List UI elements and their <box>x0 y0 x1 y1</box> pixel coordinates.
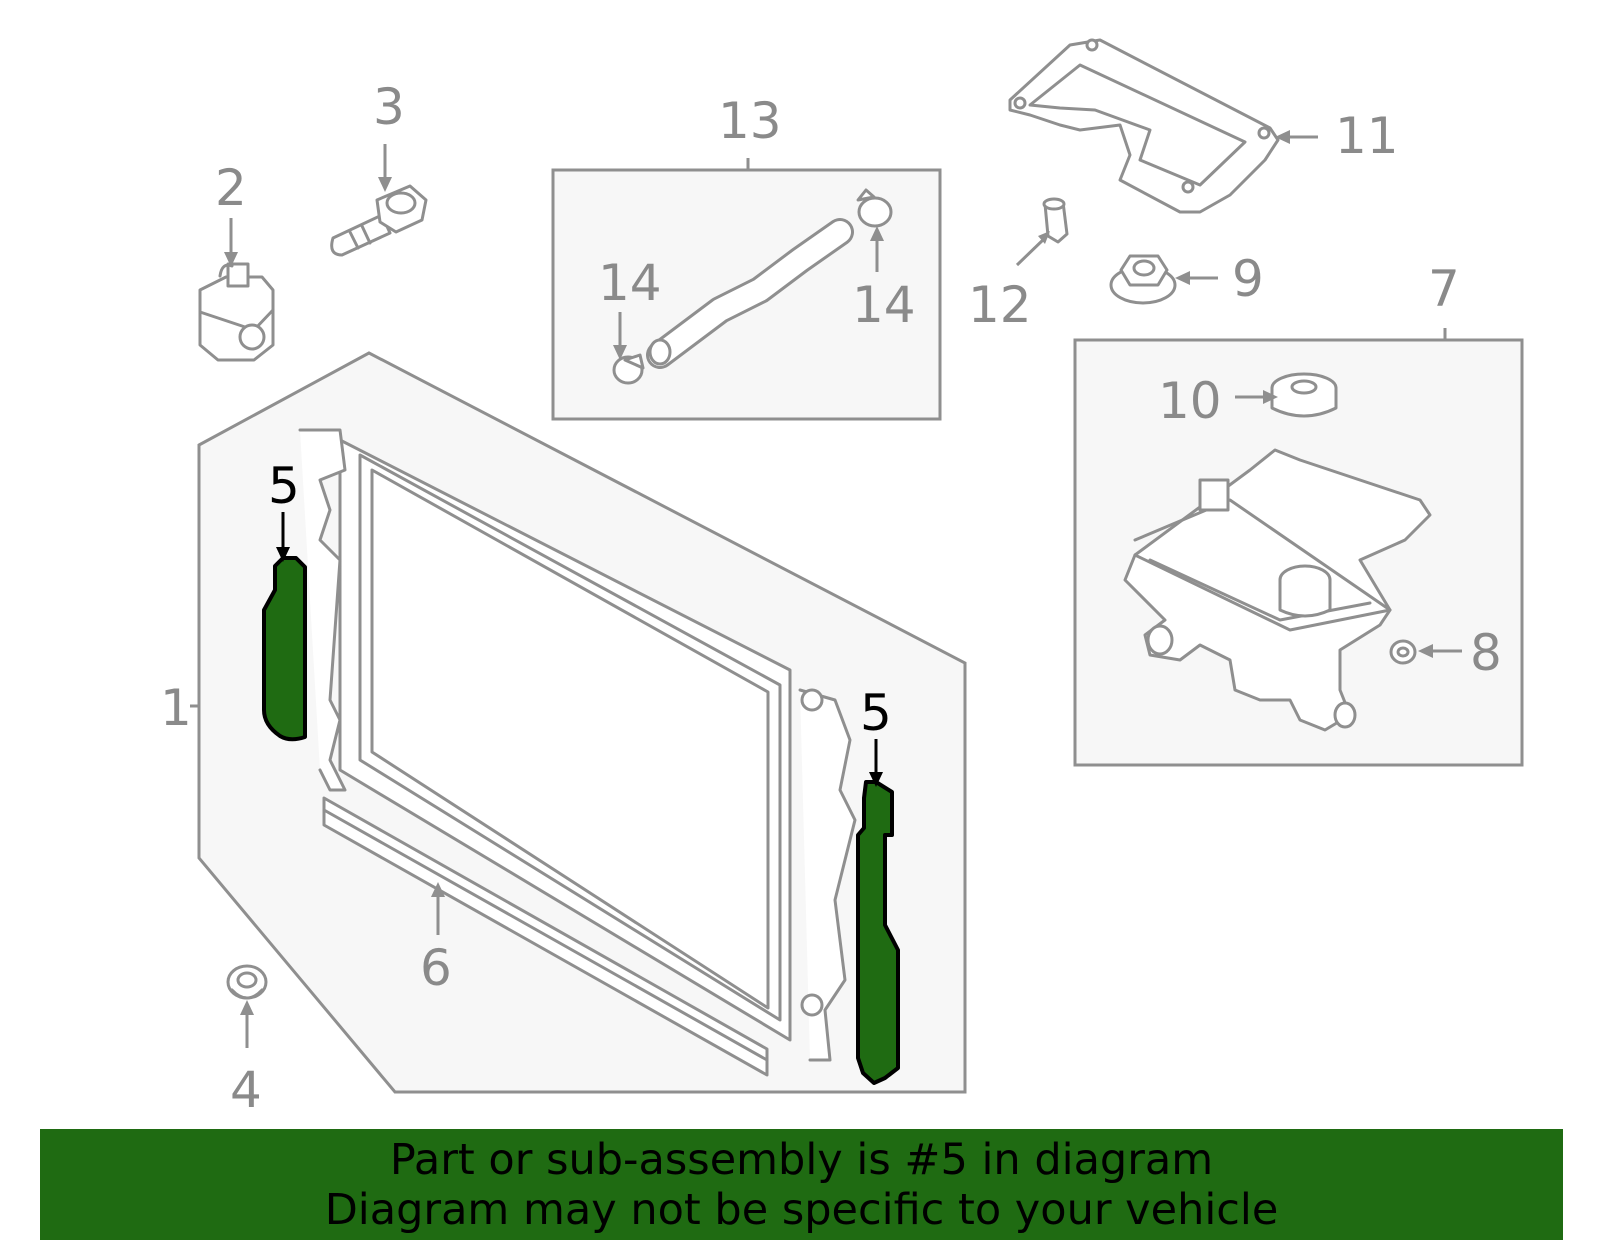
air-guard-left <box>262 556 307 742</box>
plug <box>1042 197 1069 244</box>
flange-nut <box>1109 254 1177 305</box>
callout-6: 6 <box>420 939 452 997</box>
callout-9: 9 <box>1232 250 1264 308</box>
callout-7: 7 <box>1428 260 1460 318</box>
banner-line-2: Diagram may not be specific to your vehi… <box>324 1184 1279 1235</box>
grommet <box>226 964 268 1000</box>
hose <box>646 218 854 369</box>
reservoir-cap <box>1270 372 1338 418</box>
callout-5-left: 5 <box>268 457 300 515</box>
callout-8: 8 <box>1470 624 1502 682</box>
sensor-plug <box>1389 639 1417 665</box>
callout-2: 2 <box>215 159 247 217</box>
coolant-reservoir <box>1123 448 1432 732</box>
callout-13: 13 <box>718 92 782 150</box>
hose-clamp-right <box>856 188 893 228</box>
cover <box>1008 38 1280 214</box>
bolt <box>330 184 428 257</box>
air-guard-right <box>856 780 900 1085</box>
bracket <box>198 262 275 362</box>
hose-clamp-left <box>612 353 645 385</box>
callout-5-right: 5 <box>860 684 892 742</box>
callout-11: 11 <box>1335 107 1399 165</box>
radiator <box>298 428 857 1062</box>
callout-1: 1 <box>160 679 192 737</box>
callout-4: 4 <box>230 1061 262 1119</box>
callout-3: 3 <box>373 78 405 136</box>
info-banner: Part or sub-assembly is #5 in diagram Di… <box>40 1129 1563 1240</box>
banner-line-1: Part or sub-assembly is #5 in diagram <box>389 1134 1214 1185</box>
callout-10: 10 <box>1158 372 1222 430</box>
callout-12: 12 <box>968 276 1032 334</box>
callout-14-right: 14 <box>852 276 916 334</box>
callout-14-left: 14 <box>598 254 662 312</box>
